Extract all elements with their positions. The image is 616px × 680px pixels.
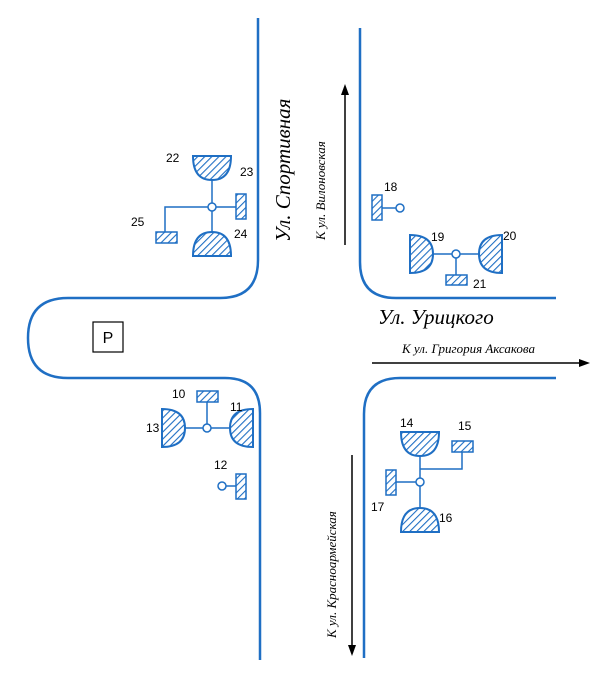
signal-number-20: 20 xyxy=(503,229,517,243)
parking-box xyxy=(92,321,124,353)
ped-signal-17-icon xyxy=(385,469,397,496)
signal-number-18: 18 xyxy=(384,180,398,194)
signal-group-northeast: 18 19 20 21 xyxy=(371,180,517,291)
signal-number-11: 11 xyxy=(230,400,243,414)
signal-number-23: 23 xyxy=(240,165,254,179)
signal-number-25: 25 xyxy=(131,215,145,229)
arrowhead-east xyxy=(579,359,590,367)
street-name-horizontal: Ул. Урицкого xyxy=(378,305,494,329)
arrowhead-south xyxy=(348,645,356,656)
car-signal-20-icon xyxy=(477,233,503,275)
signal-node-nw xyxy=(207,202,217,212)
car-signal-19-icon xyxy=(409,233,435,275)
pole-nw-left xyxy=(164,206,212,232)
signal-number-24: 24 xyxy=(234,227,248,241)
signal-group-northwest: 22 23 24 25 xyxy=(131,151,254,257)
car-signal-14-icon xyxy=(399,431,441,458)
signal-number-15: 15 xyxy=(458,419,472,433)
ped-signal-21-icon xyxy=(445,274,468,286)
car-signal-22-icon xyxy=(191,155,233,182)
signal-number-13: 13 xyxy=(146,421,160,435)
curb-northeast xyxy=(358,28,556,300)
signal-number-10: 10 xyxy=(172,387,186,401)
signal-group-southwest: 10 11 13 12 xyxy=(146,387,254,500)
signal-group-southeast: 14 15 17 16 xyxy=(371,416,474,533)
ped-signal-25-icon xyxy=(155,231,178,244)
pole-se-right xyxy=(420,452,463,470)
signal-node-se xyxy=(415,477,425,487)
signal-number-16: 16 xyxy=(439,511,453,525)
signal-number-19: 19 xyxy=(431,230,445,244)
ped-signal-23-icon xyxy=(235,193,247,220)
signal-number-14: 14 xyxy=(400,416,414,430)
parking-sign: P xyxy=(92,321,124,353)
curb-northwest xyxy=(26,18,262,660)
ped-signal-18-icon xyxy=(371,194,383,221)
car-signal-13-icon xyxy=(161,407,187,449)
signal-number-12: 12 xyxy=(214,458,228,472)
car-signal-11-icon xyxy=(228,407,254,449)
signal-number-22: 22 xyxy=(166,151,180,165)
ped-signal-15-icon xyxy=(451,440,474,453)
signal-number-17: 17 xyxy=(371,500,385,514)
signal-node-sw-ped xyxy=(217,481,227,491)
signal-node-sw xyxy=(202,423,212,433)
direction-label-east: К ул. Григория Аксакова xyxy=(401,341,535,356)
signal-number-21: 21 xyxy=(473,277,487,291)
direction-arrows xyxy=(341,84,590,656)
ped-signal-10-icon xyxy=(196,390,219,403)
direction-label-north: К ул. Вилоновская xyxy=(313,141,328,241)
car-signal-24-icon xyxy=(191,230,233,257)
signal-node-ne xyxy=(451,249,461,259)
curb-southeast xyxy=(362,376,556,658)
road-curbs xyxy=(26,18,556,660)
parking-label: P xyxy=(103,330,114,347)
car-signal-16-icon xyxy=(399,506,441,533)
direction-label-south: К ул. Красноармейская xyxy=(324,511,339,639)
street-name-vertical: Ул. Спортивная xyxy=(271,99,295,242)
ped-signal-12-icon xyxy=(235,473,247,500)
arrowhead-north xyxy=(341,84,349,95)
signal-node-ne-ped xyxy=(395,203,405,213)
